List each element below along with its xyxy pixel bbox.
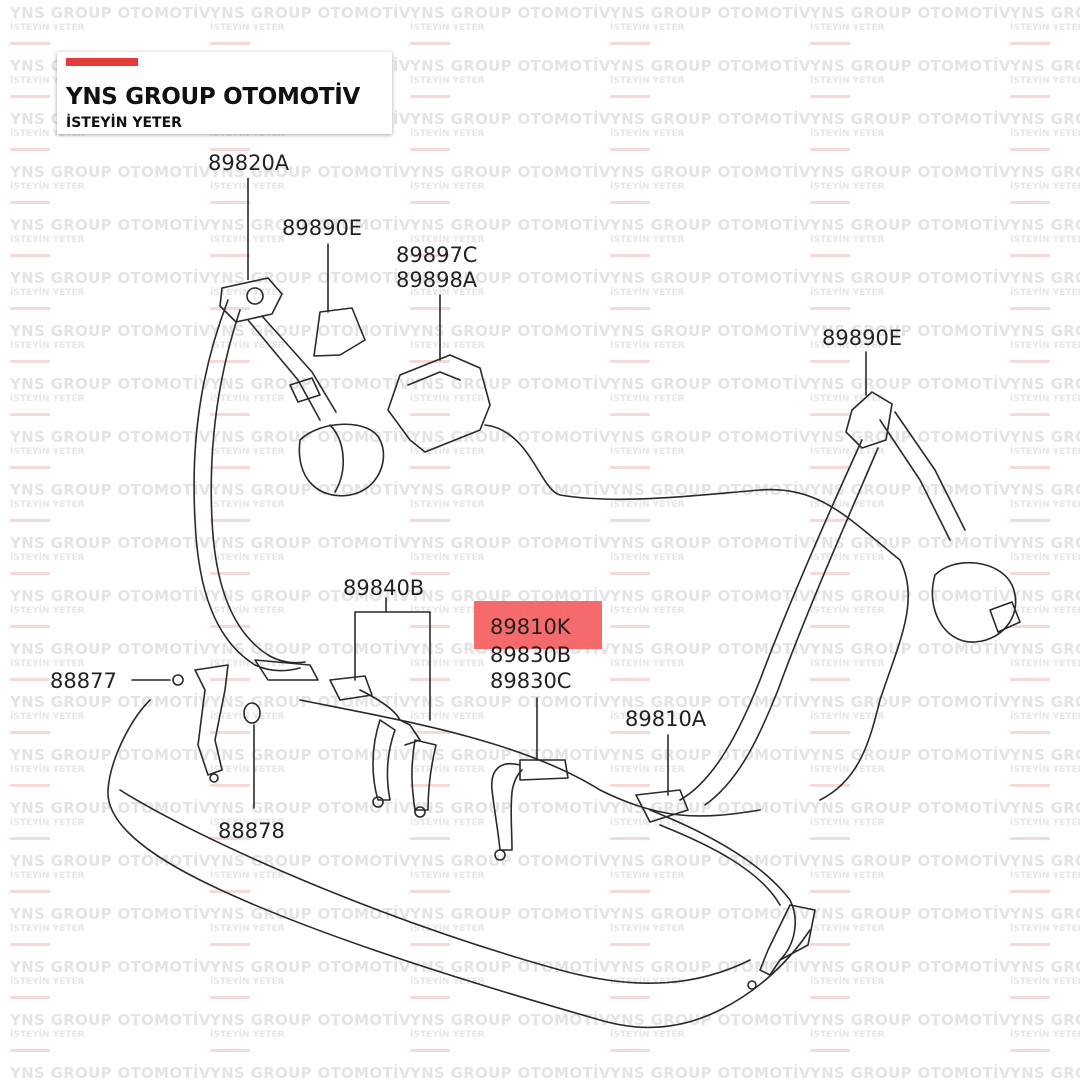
label-89830C: 89830C	[490, 669, 571, 693]
brand-name: YNS GROUP OTOMOTİV	[66, 84, 361, 110]
label-89830B: 89830B	[490, 643, 571, 667]
label-89897C: 89897C	[396, 243, 477, 267]
center-buckle-left	[329, 675, 373, 701]
label-88878: 88878	[218, 819, 285, 843]
right-lower-belt	[649, 809, 796, 961]
seatback-outline	[484, 424, 910, 801]
left-belt-webbing-2	[210, 309, 306, 664]
left-retractor-body	[298, 423, 385, 497]
right-buckle-anchor	[635, 789, 689, 823]
right-floor-anchor	[759, 904, 816, 976]
seatback-inner	[299, 699, 761, 817]
plug-88878	[243, 702, 261, 724]
label-89810A: 89810A	[625, 707, 707, 731]
left-belt-tongue	[254, 659, 319, 681]
right-upper-anchor	[845, 391, 893, 449]
label-89810K: 89810K	[490, 615, 572, 639]
right-belt-to-retractor	[879, 419, 951, 541]
brand-slogan: İSTEYİN YETER	[66, 115, 182, 131]
label-89840B: 89840B	[343, 576, 424, 600]
left-lower-anchor	[194, 664, 229, 776]
brand-logo: YNS GROUP OTOMOTİV İSTEYİN YETER	[57, 52, 392, 134]
left-upper-anchor-hole	[246, 287, 264, 305]
logo-accent-bar	[66, 58, 138, 66]
left-belt-webbing	[193, 299, 301, 672]
guide-cover	[387, 354, 491, 453]
washer-88877	[172, 674, 184, 686]
highlight-89810K	[474, 601, 602, 649]
label-89890E-right: 89890E	[822, 326, 902, 350]
right-belt-webbing-2	[704, 447, 879, 806]
left-belt-to-retractor	[247, 319, 321, 421]
left-upper-anchor	[219, 277, 283, 323]
left-cover	[313, 307, 366, 357]
label-89898A: 89898A	[396, 268, 478, 292]
label-88877: 88877	[50, 669, 117, 693]
seat-cushion-outline	[107, 699, 811, 1029]
seat-cushion-inner	[119, 789, 751, 984]
label-89890E-left: 89890E	[282, 216, 362, 240]
right-retractor-body	[931, 561, 1017, 643]
center-buckle-right	[372, 719, 396, 801]
right-belt-webbing	[679, 439, 863, 801]
label-89820A: 89820A	[208, 151, 290, 175]
